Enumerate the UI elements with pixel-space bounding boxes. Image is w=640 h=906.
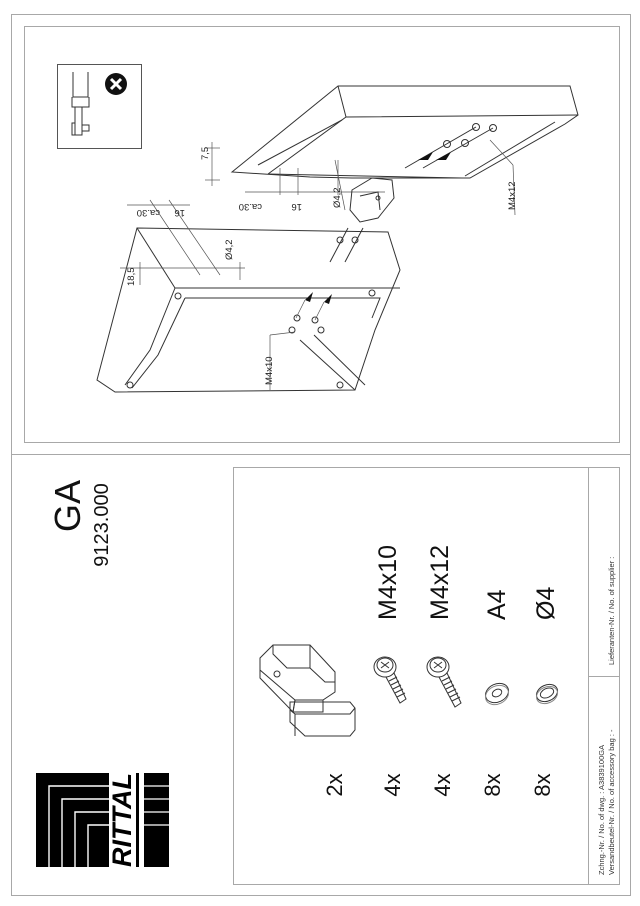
callout-m4x12: M4x12	[507, 181, 518, 210]
warning-panel	[57, 64, 142, 149]
drawing-panel	[24, 26, 620, 443]
part-qty-m4x12: 4x	[430, 773, 455, 797]
rittal-logo-text: RITTAL	[107, 773, 137, 867]
section-divider	[11, 454, 631, 455]
hinge-icon	[259, 644, 356, 737]
spring-washer-icon	[535, 683, 559, 705]
accessory-bag-number: Versandbeutel-Nr. / No. of accessory bag…	[607, 729, 616, 876]
x-circle-icon	[105, 73, 127, 95]
hinge-drawing	[349, 177, 395, 223]
outer-frame	[11, 14, 631, 896]
footer-cell-divider	[588, 676, 619, 677]
rittal-logo: RITTAL	[36, 773, 171, 871]
dim-body-o4-2: Ø4,2	[224, 239, 235, 260]
dim-lid-7-5: 7,5	[200, 147, 211, 160]
part-number: 9123.000	[91, 483, 113, 567]
dim-body-18-5: 18,5	[126, 268, 137, 287]
drawing-number: Zchng.-Nr. / No. of dwg. : A3839100GA	[597, 744, 606, 875]
screw-m4x12-icon	[426, 656, 462, 708]
washer-icon	[484, 682, 510, 706]
part-spec-a4: A4	[483, 589, 511, 620]
part-qty-hinge: 2x	[322, 773, 347, 797]
dim-lid-o4-2: Ø4,2	[332, 187, 343, 208]
enclosure-body	[96, 227, 401, 393]
assembly-drawing: 7,5 ca.30 16 Ø4,2	[96, 85, 579, 393]
part-spec-m4x12: M4x12	[426, 544, 454, 620]
screw-m4x10-icon	[373, 656, 407, 704]
dim-lid-ca30: ca.30	[239, 201, 262, 212]
dim-body-16: 16	[174, 207, 185, 218]
part-qty-m4x10: 4x	[380, 773, 405, 797]
part-qty-a4: 8x	[480, 773, 505, 797]
part-spec-m4x10: M4x10	[374, 544, 402, 620]
document-title: GA	[47, 480, 88, 533]
part-qty-o4: 8x	[530, 773, 555, 797]
callout-m4x10: M4x10	[264, 356, 275, 385]
dim-lid-16: 16	[291, 201, 302, 212]
tool-icon	[71, 72, 90, 136]
enclosure-lid	[230, 85, 579, 179]
supplier-number: Lieferanten-Nr. / No. of supplier :	[607, 556, 616, 665]
dim-body-ca30: ca.30	[137, 207, 160, 218]
parts-panel	[233, 467, 620, 885]
part-spec-o4: Ø4	[532, 586, 560, 620]
